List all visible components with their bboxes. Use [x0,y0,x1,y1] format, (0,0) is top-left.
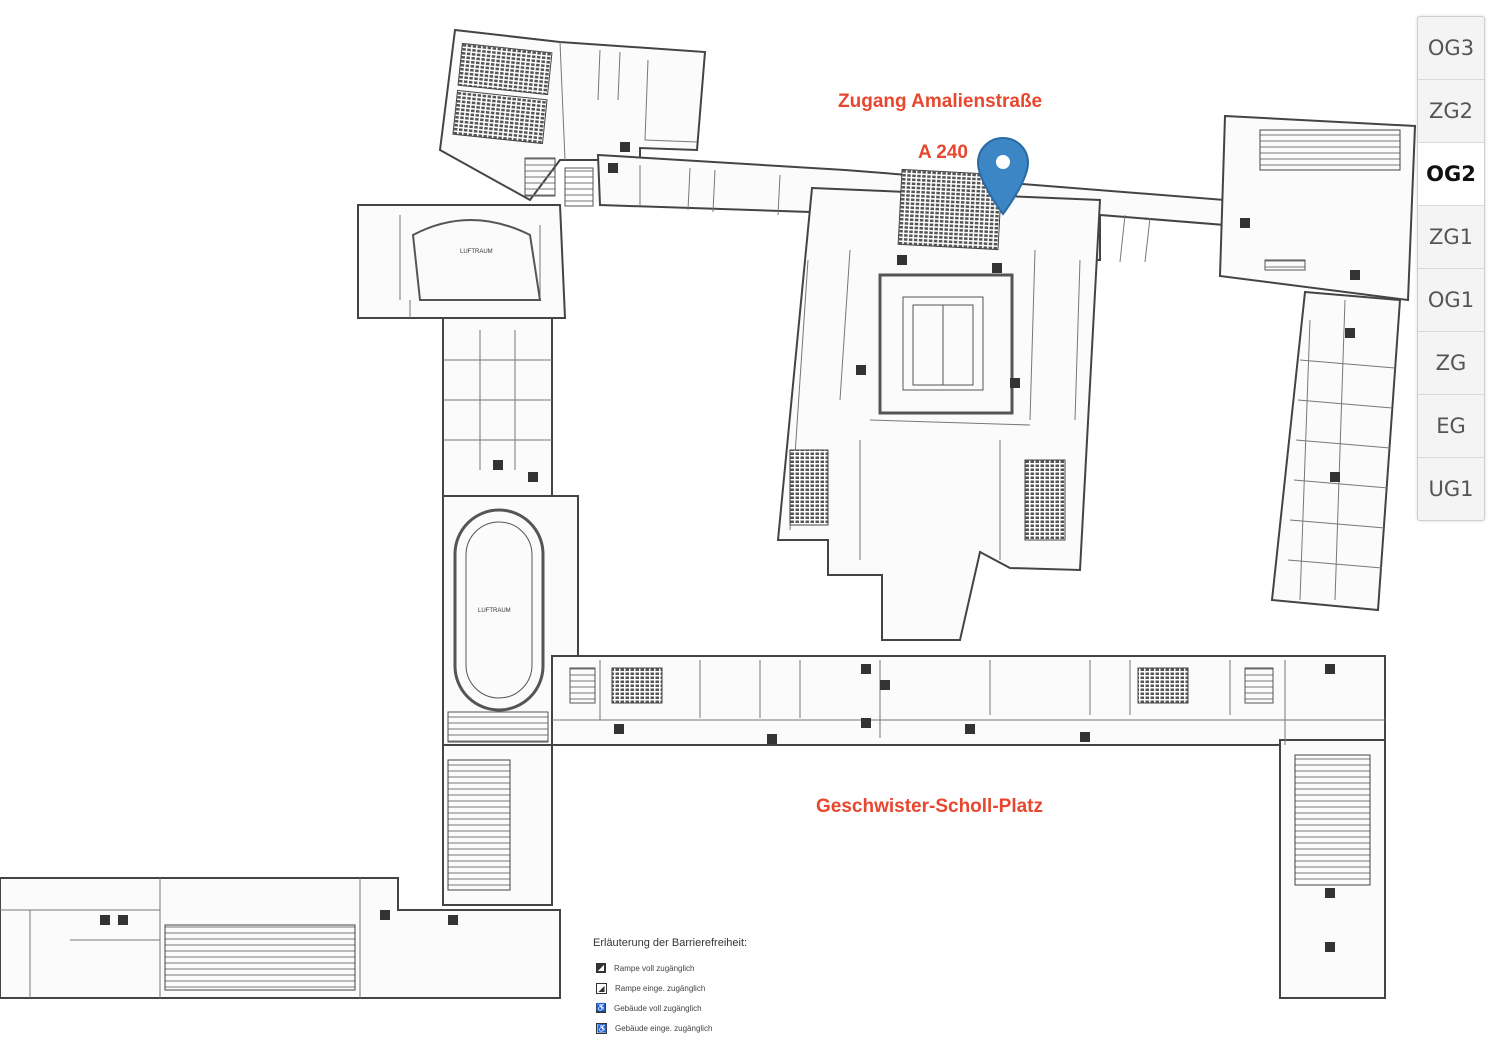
luftraum-north-label: LUFTRAUM [460,249,493,255]
seats-nw-upper [457,42,553,96]
legend-item: ◢ Rampe voll zugänglich [593,958,747,978]
room-label: A 240 [918,142,968,163]
east-wing [1270,290,1402,612]
legend-item: ♿ Gebäude voll zugänglich [593,998,747,1018]
shelves-east [1294,754,1371,886]
wheelchair-full-icon: ♿ [596,1003,606,1013]
legend-item-label: Gebäude voll zugänglich [614,1003,702,1013]
entrance-label: Zugang Amalienstraße [838,91,1043,112]
luftraum-oval-label: LUFTRAUM [478,608,511,614]
shelves-sw [164,924,356,991]
location-pin-icon[interactable] [976,136,1030,218]
accessibility-legend: Erläuterung der Barrierefreiheit: ◢ Rampe… [593,937,747,1038]
floor-button-eg[interactable]: EG [1418,395,1484,458]
legend-title: Erläuterung der Barrierefreiheit: [593,937,748,949]
legend-item-label: Rampe einge. zugänglich [615,983,706,993]
legend-item: ♿ Gebäude einge. zugänglich [593,1018,747,1038]
floor-button-og3[interactable]: OG3 [1418,17,1484,80]
building-walls [0,28,1417,999]
seats-a240 [897,168,1003,251]
seating-areas [164,42,1401,991]
ramp-full-icon: ◢ [596,963,606,973]
legend-item-label: Gebäude einge. zugänglich [615,1023,713,1033]
seats-east [1024,459,1066,541]
shelves-west [447,759,511,891]
square-label: Geschwister-Scholl-Platz [816,796,1044,817]
floor-button-og1[interactable]: OG1 [1418,269,1484,332]
floor-button-zg1[interactable]: ZG1 [1418,206,1484,269]
courtyard [878,273,1014,415]
legend-item: ◢ Rampe einge. zugänglich [593,978,747,998]
ramp-limited-icon: ◢ [596,982,607,994]
seats-west [789,449,829,526]
seats-ne-hall [1259,129,1401,171]
floor-button-og2[interactable]: OG2 [1418,143,1484,206]
staircases [447,157,1306,743]
floor-button-zg2[interactable]: ZG2 [1418,80,1484,143]
seats-south-west [611,667,663,704]
seats-nw-lower [452,89,548,145]
seats-south-east [1137,667,1189,704]
oval-luftraum [453,508,545,712]
room-partitions [0,41,1396,998]
wheelchair-limited-icon: ♿ [596,1022,607,1034]
luftraum-north [411,219,542,301]
accessibility-markers [100,142,1360,952]
luftraum-block [357,204,567,319]
floor-button-zg[interactable]: ZG [1418,332,1484,395]
floor-button-ug1[interactable]: UG1 [1428,477,1474,501]
legend-item-label: Rampe voll zugänglich [614,963,695,973]
